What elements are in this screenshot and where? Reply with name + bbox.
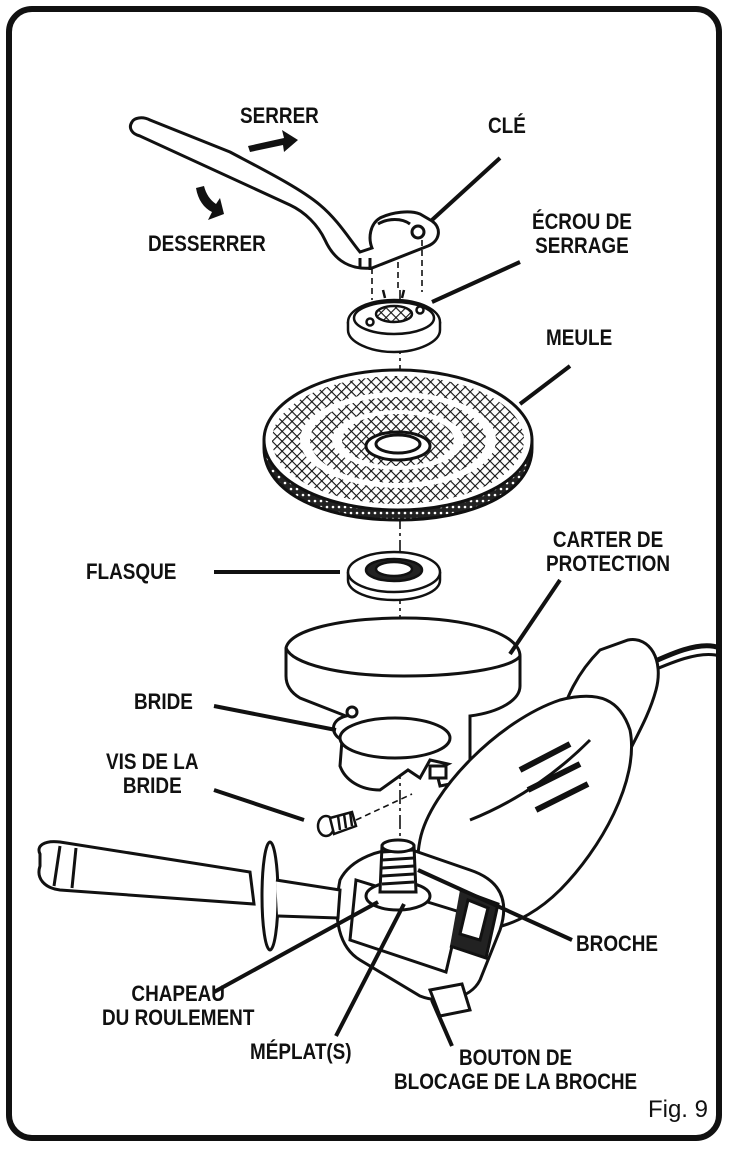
label-desserrer: DESSERRER — [148, 231, 266, 256]
label-bouton-de-blocage: BOUTON DE BLOCAGE DE LA BROCHE — [394, 1045, 638, 1094]
grinding-wheel — [262, 368, 534, 522]
label-ecrou-de-serrage: ÉCROU DE SERRAGE — [532, 209, 632, 258]
spanner-wrench — [128, 116, 440, 270]
tighten-arrow — [248, 130, 298, 152]
label-cle: CLÉ — [488, 113, 526, 138]
angle-grinder — [37, 638, 721, 1018]
clamp-nut — [346, 289, 442, 354]
leader-lines — [213, 156, 573, 1047]
label-broche: BROCHE — [576, 931, 658, 956]
label-chapeau-du-roulement: CHAPEAU DU ROULEMENT — [102, 981, 255, 1030]
label-flasque: FLASQUE — [86, 559, 177, 584]
flange-screw — [316, 810, 358, 838]
label-meule: MEULE — [546, 325, 613, 350]
label-carter-de-protection: CARTER DE PROTECTION — [546, 527, 671, 576]
label-vis-de-la-bride: VIS DE LA BRIDE — [106, 749, 199, 798]
figure-frame — [6, 6, 722, 1141]
wheel-guard — [284, 616, 522, 792]
label-serrer: SERRER — [240, 103, 319, 128]
figure-number: Fig. 9 — [647, 1096, 708, 1123]
label-bride: BRIDE — [134, 689, 193, 714]
loosen-arrow — [196, 186, 224, 220]
flange — [346, 550, 442, 602]
label-meplats: MÉPLAT(S) — [250, 1039, 352, 1064]
